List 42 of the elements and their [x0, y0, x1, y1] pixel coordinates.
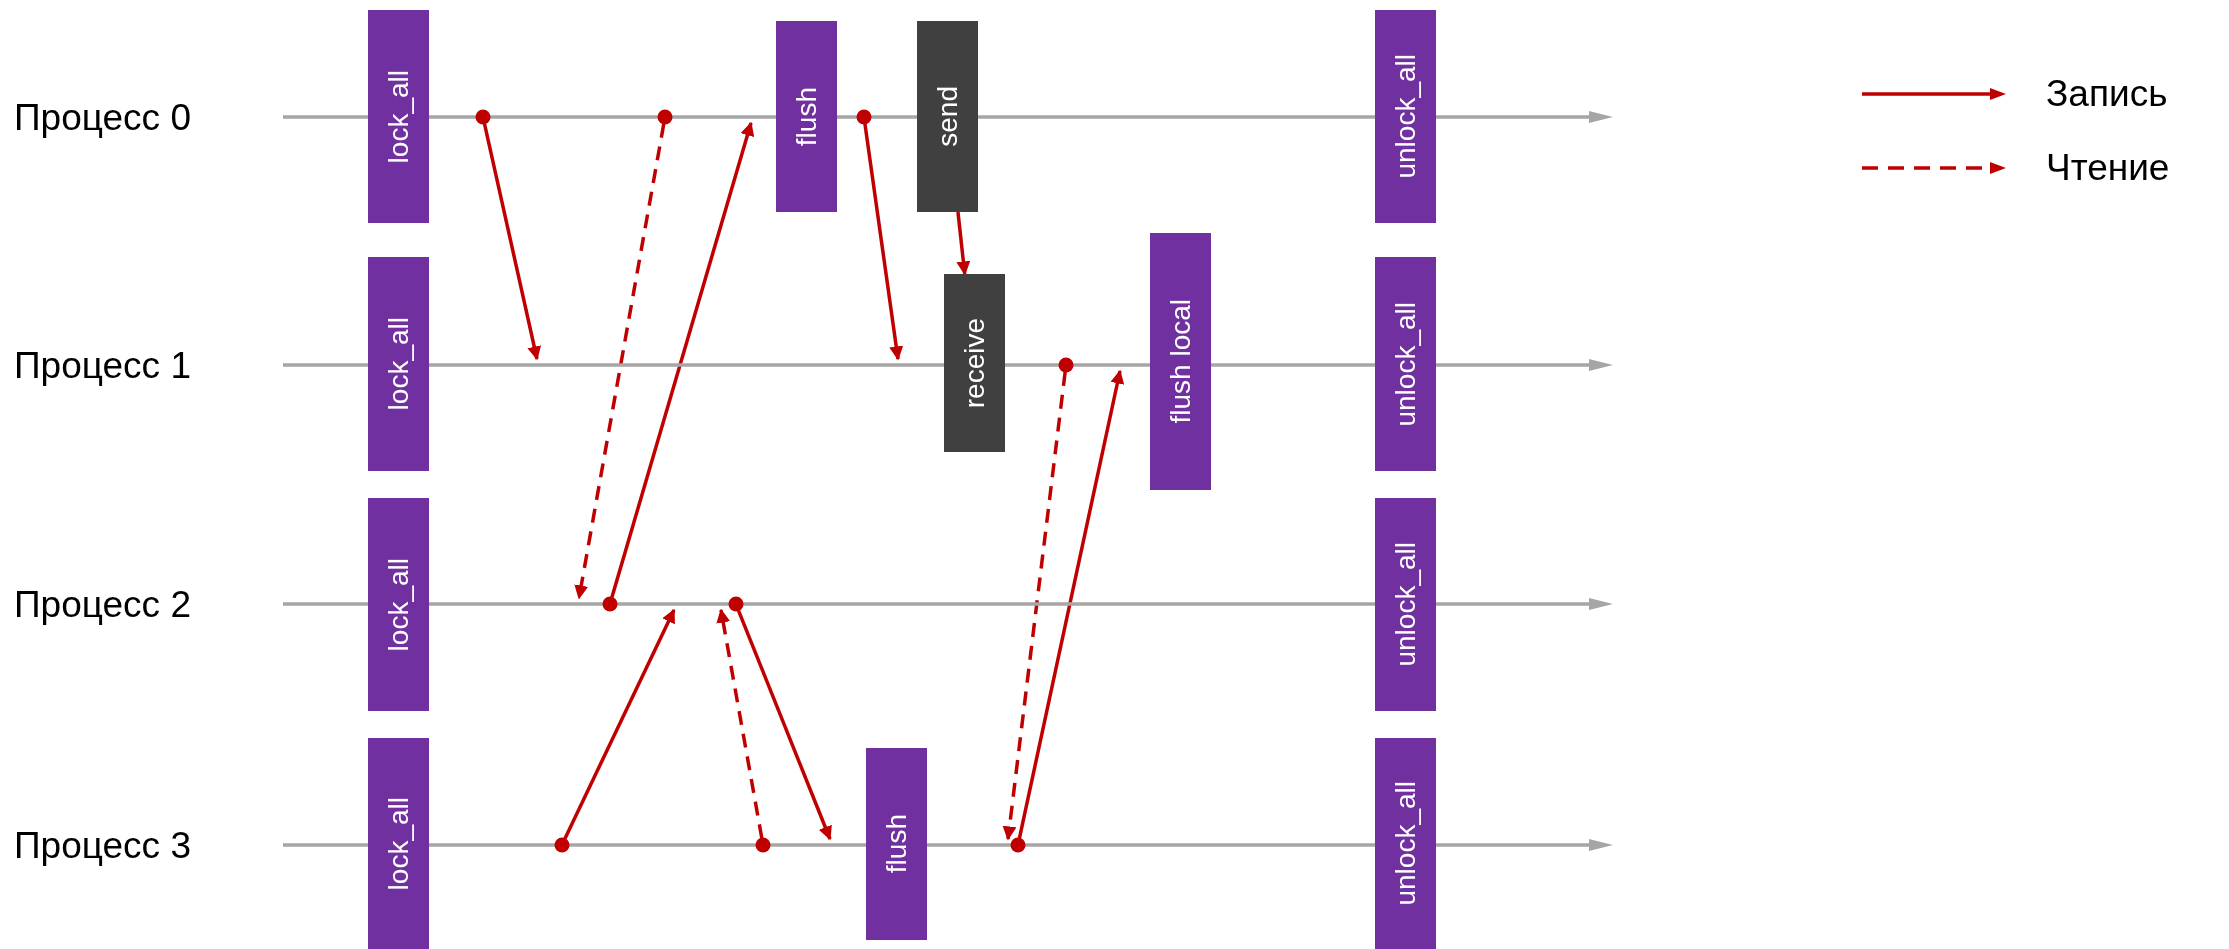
arrow: [956, 211, 971, 276]
operation-label: unlock_all: [1391, 54, 1420, 179]
operation-label: flush: [792, 86, 821, 147]
operation-bar: [1375, 498, 1436, 711]
operation-bar: [917, 21, 978, 212]
operation-label: lock_all: [384, 796, 413, 891]
operation-label: unlock_all: [1391, 542, 1420, 667]
operation-label: flush: [882, 814, 911, 874]
process-label: Процесс 2: [14, 585, 191, 623]
operation-bar: [1375, 10, 1436, 223]
operation-label: lock_all: [384, 317, 413, 411]
arrow: [563, 608, 676, 840]
arrow: [863, 123, 904, 361]
operation-bar: [1150, 233, 1211, 490]
legend-label: Чтение: [2046, 147, 2170, 189]
arrow: [574, 123, 666, 600]
operation-label: lock_all: [384, 557, 413, 652]
legend-label: Запись: [2046, 73, 2168, 115]
operation-label: unlock_all: [1391, 301, 1420, 427]
operation-bar: [368, 498, 429, 711]
operation-bar: [776, 21, 837, 212]
operation-bar: [1375, 738, 1436, 949]
arrow: [482, 123, 542, 361]
operation-label: send: [933, 86, 962, 147]
operation-label: flush local: [1166, 299, 1195, 424]
operation-label: unlock_all: [1391, 781, 1420, 906]
operation-label: lock_all: [384, 69, 413, 164]
operation-label: receive: [960, 317, 989, 409]
process-label: Процесс 3: [14, 826, 191, 864]
process-label: Процесс 1: [14, 346, 191, 384]
arrow: [716, 608, 764, 839]
operation-bar: [368, 257, 429, 471]
arrow: [610, 121, 755, 598]
arrow: [1017, 369, 1125, 839]
operation-bar: [944, 274, 1005, 452]
operation-bar: [1375, 257, 1436, 471]
operation-bar: [866, 748, 927, 940]
process-label: Процесс 0: [14, 98, 191, 136]
operation-bar: [368, 738, 429, 949]
arrow: [1002, 371, 1067, 841]
operation-bar: [368, 10, 429, 223]
arrow: [736, 609, 832, 841]
